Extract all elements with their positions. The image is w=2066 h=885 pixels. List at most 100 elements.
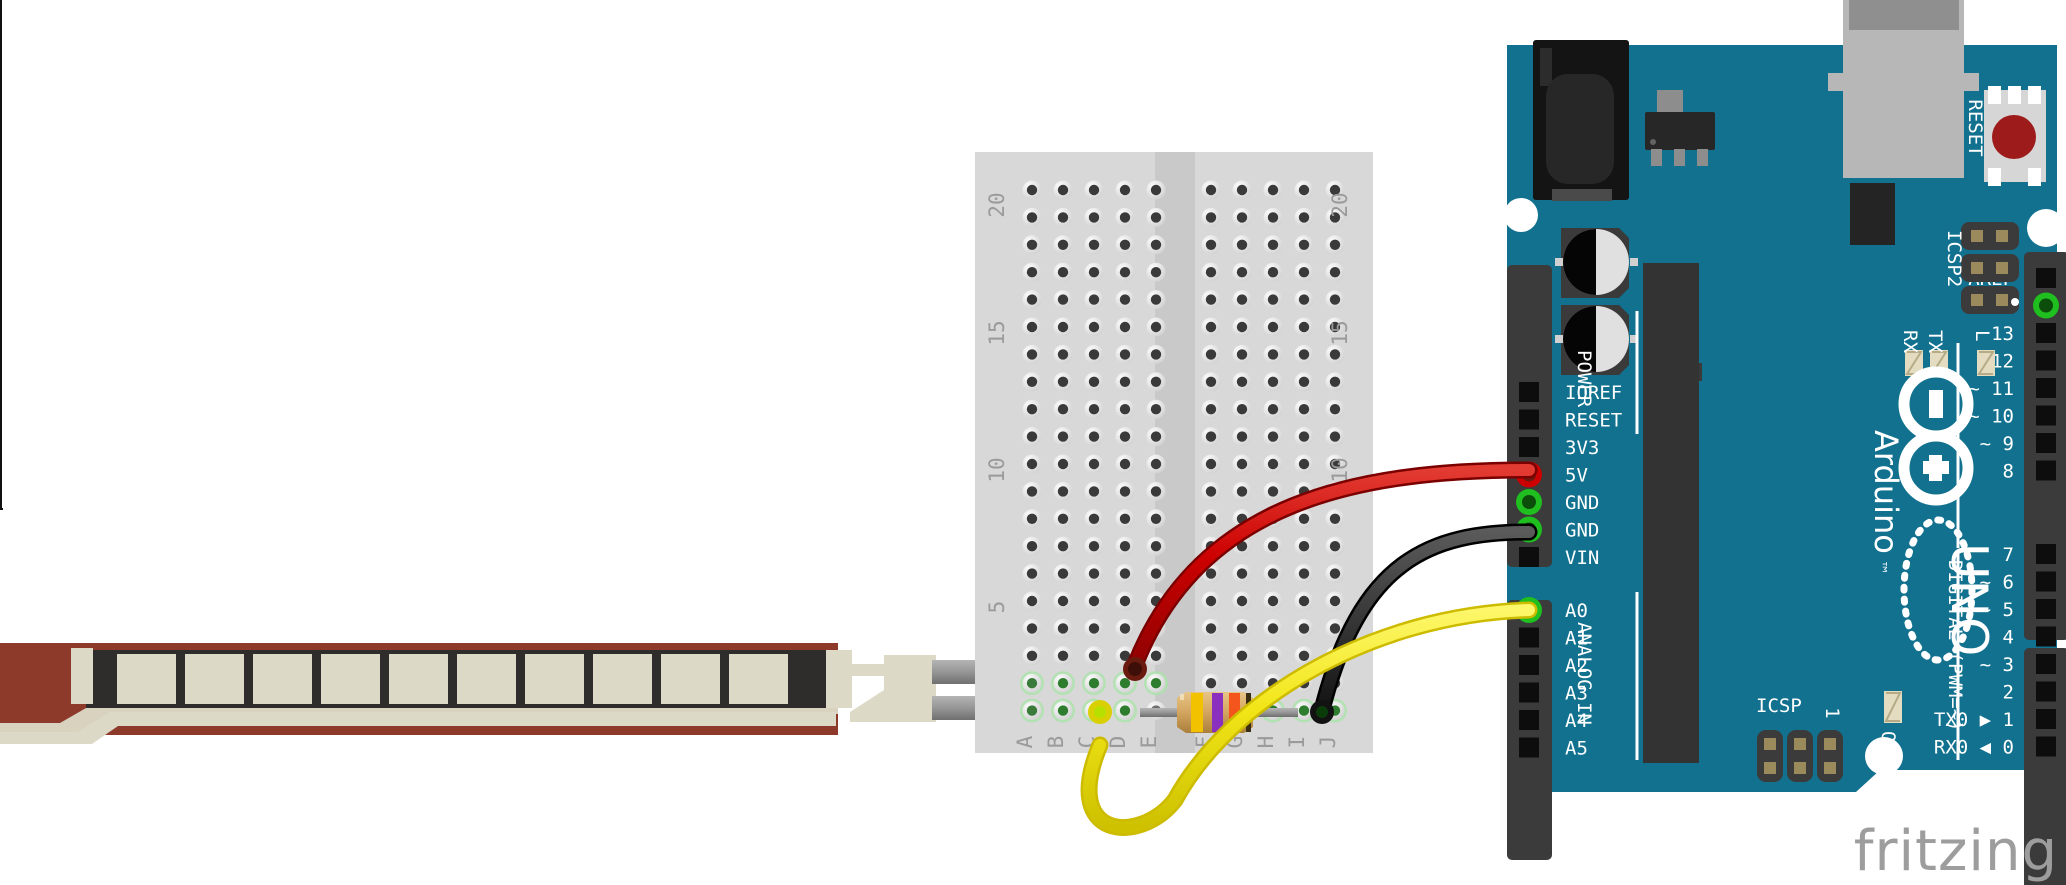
mounting-hole-top-left [1504,198,1538,232]
mounting-hole-right [2027,209,2065,247]
regulator-leg-2 [1674,149,1685,166]
flex-sensor-underlay-2 [0,712,836,744]
svg-text:J: J [1316,736,1340,749]
arduino-trademark: ™ [1872,560,1890,575]
arduino-model-label: UNO [1940,543,1998,656]
led-tx-label: TX [1924,330,1946,353]
microcontroller-ic [1643,263,1699,763]
capacitor-1 [1555,228,1638,298]
icsp2-label: ICSP2 [1943,230,1965,287]
svg-text:20: 20 [1328,192,1352,217]
icsp2-header[interactable] [1961,222,2019,314]
svg-text:20: 20 [985,192,1009,217]
signal-wire-endpoint-hole [1094,706,1106,718]
svg-text:H: H [1254,736,1278,749]
svg-text:12: 12 [1991,351,2014,373]
svg-text:A3: A3 [1565,683,1588,705]
svg-text:~ 5: ~ 5 [1980,599,2014,621]
svg-text:15: 15 [985,320,1009,345]
ground-wire-endpoint-hole [1316,706,1328,718]
svg-text:A: A [1013,735,1037,748]
svg-text:VIN: VIN [1565,547,1599,569]
icsp-pin1-label: 1 [1821,707,1843,718]
svg-text:10: 10 [1328,457,1352,482]
svg-text:B: B [1044,736,1068,749]
svg-text:E: E [1137,736,1161,749]
svg-text:2: 2 [2003,682,2014,704]
icsp-header[interactable] [1757,730,1843,782]
svg-text:8: 8 [2003,461,2014,483]
arduino-uno-oval [1900,516,1976,664]
svg-text:~ 9: ~ 9 [1980,433,2014,455]
svg-text:10: 10 [985,457,1009,482]
flex-sensor-connector-pad [826,650,852,708]
reset-leg-3 [2028,86,2041,104]
resistor-band-3 [1229,693,1240,732]
reset-button-cap [1992,115,2036,159]
flex-sensor-segments [117,654,788,704]
flex-sensor[interactable] [0,643,1063,744]
digital-header-pins[interactable] [2033,268,2059,757]
reset-leg-5 [2028,168,2041,186]
signal-wire[interactable] [1083,604,1535,834]
svg-text:3V3: 3V3 [1565,437,1599,459]
digital-header-lower[interactable] [2024,648,2066,885]
led-on [1884,691,1902,723]
svg-text:GND: GND [1565,492,1599,514]
svg-text:15: 15 [1328,320,1352,345]
svg-text:~ 6: ~ 6 [1980,572,2014,594]
usb-connector-top [1849,0,1959,30]
svg-text:TX0 ▶ 1: TX0 ▶ 1 [1934,709,2014,731]
svg-text:5V: 5V [1565,465,1588,487]
flex-sensor-end-cap-left [71,648,93,704]
power-jack-notch [1540,48,1552,86]
led-rx-label: RX [1899,330,1921,353]
usb-tab-right [1961,73,1979,91]
reset-leg-1 [1988,86,2001,104]
breadboard-holes [1020,180,1347,723]
svg-text:A1: A1 [1565,628,1588,650]
svg-text:GND: GND [1565,520,1599,542]
svg-text:RX0 ◀ 0: RX0 ◀ 0 [1934,737,2014,759]
svg-text:I: I [1285,736,1309,749]
svg-text:13: 13 [1991,323,2014,345]
reset-leg-2 [2008,86,2021,104]
breadboard-row-numbers: 20 15 10 5 20 15 10 [985,192,1352,613]
regulator-body [1645,112,1715,150]
flex-sensor-connector-block [796,650,822,708]
led-l-label: L [1971,330,1993,341]
flex-sensor-underlay [0,700,838,736]
resistor-band-2 [1212,693,1223,732]
resistor-lead-left [1140,708,1184,717]
icsp-label: ICSP [1756,695,1802,717]
reset-leg-4 [1988,168,2001,186]
capacitor-2 [1555,305,1638,375]
led-on-label: ON [1877,731,1899,754]
regulator-leg-1 [1651,149,1662,166]
svg-text:A5: A5 [1565,738,1588,760]
svg-text:D: D [1106,736,1130,749]
regulator-pin-mark [1650,139,1656,145]
resistor-band-1 [1191,693,1203,732]
power-group-label: POWER [1573,350,1595,408]
svg-text:7: 7 [2003,544,2014,566]
svg-text:A2: A2 [1565,655,1588,677]
svg-text:4: 4 [2003,627,2014,649]
usb-serial-ic [1850,183,1895,245]
regulator-leg-3 [1697,149,1708,166]
arduino-wordmark: Arduino [1867,430,1905,554]
power-jack-barrel [1546,74,1614,184]
svg-text:5: 5 [985,601,1009,614]
led-l-main [1977,350,1995,376]
svg-text:IOREF: IOREF [1565,382,1622,404]
regulator-tab [1657,90,1683,114]
power-wire-endpoint-hole [1128,662,1142,676]
power-wire[interactable] [1129,464,1535,671]
